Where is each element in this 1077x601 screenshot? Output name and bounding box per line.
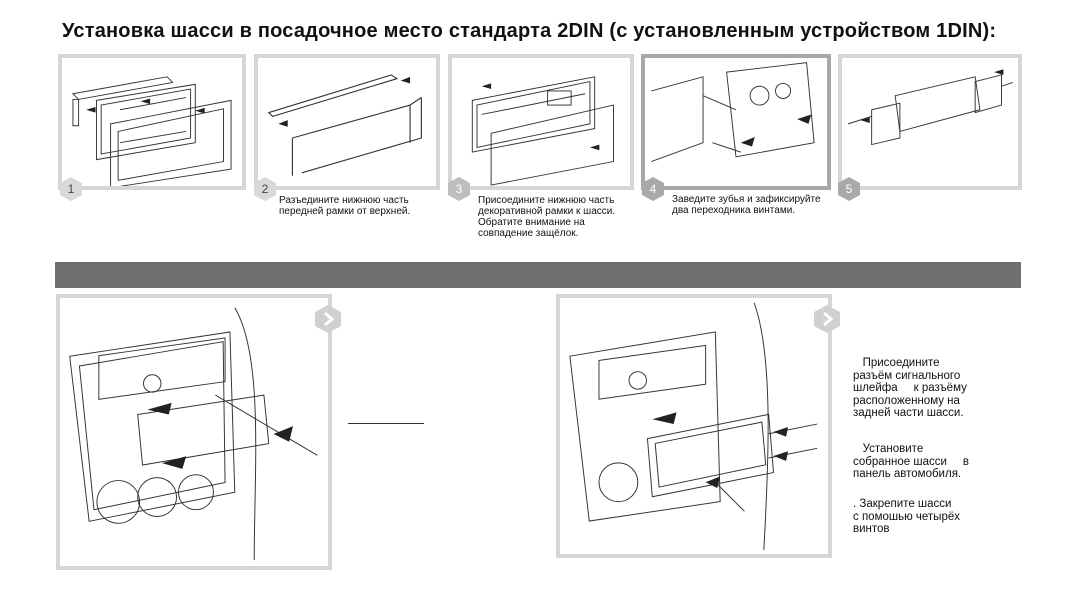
page-title: Установка шасси в посадочное место станд…	[62, 20, 997, 42]
step-number-badge: 1	[58, 176, 84, 202]
instruction-line: винтов	[853, 523, 890, 535]
step-number-badge: 4	[640, 176, 666, 202]
step-number: 1	[67, 182, 75, 196]
step-3-caption: Присоедините нижнюю часть декоративной р…	[478, 195, 615, 239]
section-divider-bar	[55, 262, 1021, 288]
step-number-badge: 3	[446, 176, 472, 202]
final-assembly-drawing	[847, 69, 1013, 146]
step-2-caption: Разъедините нижнюю часть передней рамки …	[279, 195, 410, 217]
frame-parts-drawing	[71, 76, 232, 186]
lower-frame-drawing	[267, 74, 422, 176]
instruction-connect-cable: Присоедините разъём сигнального шлейфа к…	[853, 357, 967, 420]
step-number-badge: 5	[836, 176, 862, 202]
step-2-illustration	[254, 54, 440, 190]
step-4-caption: Заведите зубья и зафиксируйте два перехо…	[672, 194, 821, 216]
step-number: 2	[261, 182, 269, 196]
step-1-illustration	[58, 54, 246, 190]
instruction-line: задней части шасси.	[853, 407, 964, 419]
caption-line: передней рамки от верхней.	[279, 206, 411, 217]
dashboard-install-drawing	[69, 307, 318, 561]
caption-line: Заведите зубья и зафиксируйте	[672, 194, 821, 205]
caption-line: декоративной рамки к шасси.	[478, 206, 616, 217]
instruction-line: с помошью четырёх	[853, 510, 960, 523]
install-chassis-illustration	[56, 294, 332, 570]
instruction-line: панель автомобиля.	[853, 468, 962, 480]
adapter-screws-drawing	[651, 62, 815, 162]
step-number: 4	[649, 182, 657, 196]
chevron-right-icon	[315, 305, 341, 333]
instruction-line: разъём сигнального	[853, 369, 961, 382]
caption-line: совпадение защёлок.	[478, 228, 579, 239]
caption-line: Присоедините нижнюю часть	[478, 195, 615, 206]
instruction-line: Установите	[853, 443, 924, 455]
caption-line: Разъедините нижнюю часть	[279, 195, 409, 206]
dashboard-screws-drawing	[569, 302, 818, 551]
chevron-right-icon	[814, 305, 840, 333]
step-5-illustration	[838, 54, 1022, 190]
step-number-badge: 2	[252, 176, 278, 202]
step-4-illustration	[641, 54, 831, 190]
separator-line	[348, 423, 424, 424]
instruction-line: собранное шасси в	[853, 455, 969, 468]
instruction-fix-screws: . Закрепите шасси с помошью четырёх винт…	[853, 498, 960, 536]
step-number: 3	[455, 182, 463, 196]
step-number: 5	[845, 182, 853, 196]
caption-line: два переходника винтами.	[672, 205, 796, 216]
instruction-line: Присоедините	[853, 357, 940, 369]
next-step-indicator	[812, 304, 842, 334]
fix-chassis-illustration	[556, 294, 832, 558]
instruction-line: . Закрепите шасси	[853, 498, 952, 510]
instruction-install-chassis: Установите собранное шасси в панель авто…	[853, 443, 969, 481]
step-3-illustration	[448, 54, 634, 190]
instruction-line: расположенному на	[853, 394, 960, 407]
next-step-indicator	[313, 304, 343, 334]
chassis-frame-drawing	[471, 76, 614, 186]
caption-line: Обратите внимание на	[478, 217, 585, 228]
instruction-line: шлейфа к разъёму	[853, 382, 967, 394]
